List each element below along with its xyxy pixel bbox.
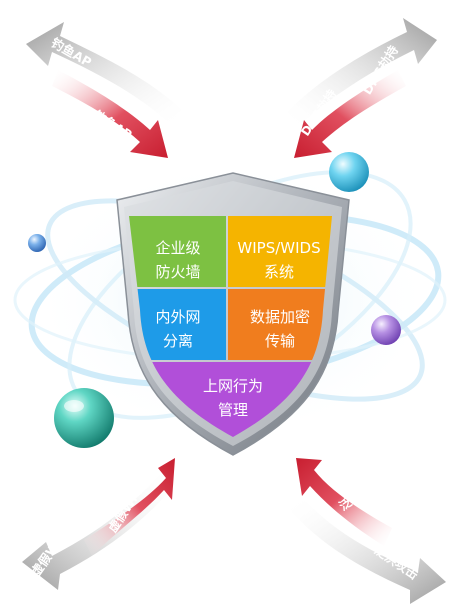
arrow-in-dns-hijack: [294, 70, 406, 158]
cell-behavior-line2: 管理: [217, 401, 248, 419]
cell-behavior-text: 上网行为 管理: [183, 374, 283, 422]
arrow-out-flood-attack: [290, 498, 446, 604]
cell-wips: [228, 216, 332, 287]
cell-encryption-text: 数据加密 传输: [230, 305, 330, 353]
cell-firewall: [129, 216, 226, 287]
sphere-teal-highlight: [64, 400, 84, 412]
arrow-in-phishing-ap: [52, 70, 168, 158]
cell-encryption-line2: 传输: [264, 332, 295, 350]
sphere-cyan: [329, 152, 369, 192]
cell-firewall-line1: 企业级: [155, 239, 201, 257]
arrow-out-phishing-ap: [26, 22, 182, 124]
cell-encryption-line1: 数据加密: [249, 308, 310, 326]
cell-isolation-line1: 内外网: [155, 308, 201, 326]
arrow-out-dns-hijack: [287, 18, 437, 126]
shield: [116, 172, 350, 456]
cell-firewall-line2: 防火墙: [155, 263, 201, 281]
cell-isolation-line2: 分离: [162, 332, 193, 350]
sphere-teal-large: [54, 388, 114, 448]
cell-encryption: [228, 289, 332, 360]
cell-behavior-line1: 上网行为: [202, 377, 263, 395]
arrow-in-flood-attack: [296, 458, 392, 546]
cell-wips-line2: 系统: [263, 263, 294, 281]
cell-wips-text: WIPS/WIDS 系统: [226, 236, 332, 284]
sphere-purple: [371, 315, 401, 345]
cell-wips-line1: WIPS/WIDS: [237, 239, 321, 257]
cell-isolation-text: 内外网 分离: [136, 305, 220, 353]
cell-firewall-text: 企业级 防火墙: [136, 236, 220, 284]
sphere-blue-small: [28, 234, 46, 252]
arrow-in-fake-wifi: [84, 458, 175, 556]
